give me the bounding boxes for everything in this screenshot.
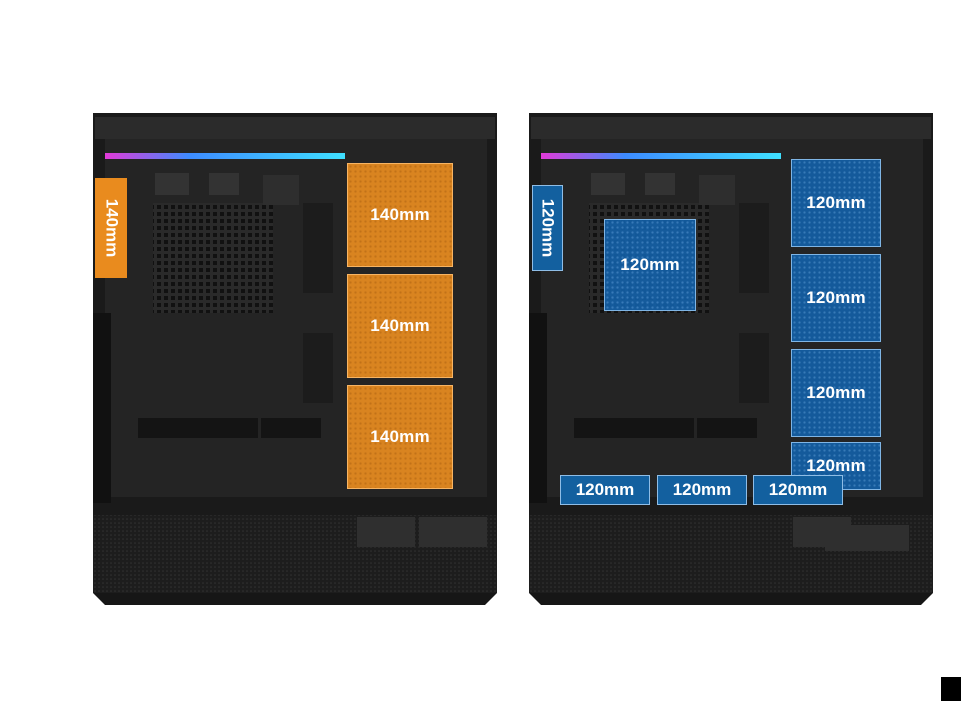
top-fan-size-label: 140mm: [95, 178, 127, 278]
bottom-fan-slot: 120mm: [753, 475, 843, 505]
corner-mark: [941, 677, 961, 701]
fan-size-label: 140mm: [370, 205, 430, 224]
side-fan-slot: 120mm: [791, 254, 881, 342]
top-fan-size-label: 120mm: [532, 185, 563, 271]
fan-size-label: 120mm: [806, 383, 866, 402]
bottom-fan-slot: 120mm: [560, 475, 650, 505]
side-fan-slot: 140mm: [347, 385, 453, 489]
fan-size-label: 120mm: [672, 480, 732, 499]
top-fan-size-text: 120mm: [538, 198, 558, 258]
side-fan-slot: 140mm: [347, 274, 453, 378]
fan-size-label: 120mm: [575, 480, 635, 499]
fan-size-label: 140mm: [370, 316, 430, 335]
side-fan-slot: 120mm: [791, 159, 881, 247]
top-fan-size-text: 140mm: [102, 198, 122, 258]
pc-case-right: 120mm 120mm 120mm 120mm 120mm 120mm 120m…: [529, 113, 933, 605]
fan-size-label: 120mm: [768, 480, 828, 499]
bottom-fan-slot: 120mm: [657, 475, 747, 505]
fan-size-label: 120mm: [620, 255, 680, 274]
pc-case-left: 140mm 140mm 140mm 140mm: [93, 113, 497, 605]
side-fan-slot: 140mm: [347, 163, 453, 267]
fan-size-label: 120mm: [806, 456, 866, 475]
cpu-fan-slot: 120mm: [604, 219, 696, 311]
fan-size-label: 140mm: [370, 427, 430, 446]
fan-size-label: 120mm: [806, 193, 866, 212]
side-fan-slot: 120mm: [791, 349, 881, 437]
fan-size-label: 120mm: [806, 288, 866, 307]
